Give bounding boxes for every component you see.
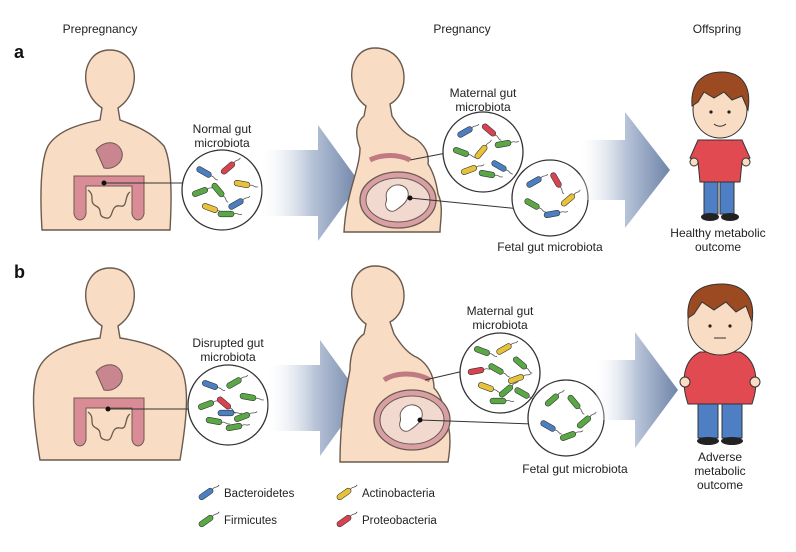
bacterium-icon xyxy=(576,411,597,429)
fetal-microbiota-label-b: Fetal gut microbiota xyxy=(522,462,628,476)
bacterium-icon xyxy=(198,484,220,501)
bacterium-icon xyxy=(560,189,581,207)
bacterium-icon xyxy=(233,179,258,189)
maternal-microbiota-label-b: Maternal gut microbiota xyxy=(466,304,534,332)
bacterium-icon xyxy=(567,394,585,415)
bacterium-icon xyxy=(560,430,584,441)
pregnant-woman-icon xyxy=(343,47,442,233)
fetal-microbiota-label-a: Fetal gut microbiota xyxy=(497,240,603,254)
bacterium-icon xyxy=(478,169,503,179)
bacterium-icon xyxy=(488,363,510,378)
pregnant-woman-icon xyxy=(339,265,451,463)
legend-proteobacteria: Proteobacteria xyxy=(362,515,437,527)
column-title-prepregnancy: Prepregnancy xyxy=(62,22,138,36)
bacterium-icon xyxy=(196,166,218,181)
bacterium-icon xyxy=(225,422,251,432)
woman-body-overweight-icon xyxy=(32,267,188,461)
bacterium-icon xyxy=(526,173,549,188)
transition-arrow xyxy=(596,332,678,448)
bacterium-icon xyxy=(217,409,243,417)
bacterium-icon xyxy=(457,123,480,138)
bacterium-icon xyxy=(211,182,229,203)
healthy-child-icon xyxy=(689,71,751,221)
bacterium-icon xyxy=(524,198,546,213)
bacterium-icon xyxy=(461,164,485,175)
bacterium-icon xyxy=(202,380,226,391)
intestine-icon xyxy=(73,364,145,447)
bacterium-icon xyxy=(234,411,258,422)
bacterium-icon xyxy=(543,209,569,219)
woman-body-icon xyxy=(40,49,172,231)
bacterium-icon xyxy=(226,374,249,389)
bacterium-icon xyxy=(544,389,565,407)
healthy-outcome-label: Healthy metabolic outcome xyxy=(670,226,766,254)
bacterium-icon xyxy=(205,416,230,426)
bacterium-icon xyxy=(474,139,492,160)
bacterium-icon xyxy=(217,210,243,218)
bacterium-icon xyxy=(498,380,519,398)
bacterium-icon xyxy=(550,172,565,195)
maternal-microbiota-circle xyxy=(442,111,524,193)
intestine-icon xyxy=(73,142,145,221)
bacterium-icon xyxy=(540,420,562,435)
column-title-pregnancy: Pregnancy xyxy=(433,22,491,36)
fetal-microbiota-circle xyxy=(511,159,589,237)
maternal-microbiota-circle xyxy=(459,332,541,414)
column-title-offspring: Offspring xyxy=(692,22,742,36)
bacterium-icon xyxy=(489,397,515,405)
transition-arrow xyxy=(580,112,670,228)
panel-label-a: a xyxy=(14,42,25,62)
transition-arrow xyxy=(262,125,360,241)
normal-microbiota-label: Normal gut microbiota xyxy=(192,122,252,150)
panel-label-b: b xyxy=(14,262,25,282)
overweight-child-icon xyxy=(679,283,761,445)
bacterium-icon xyxy=(496,340,519,355)
disrupted-microbiota-label: Disrupted gut microbiota xyxy=(192,336,264,364)
bacterium-icon xyxy=(220,157,241,175)
legend-actinobacteria: Actinobacteria xyxy=(362,488,435,500)
disrupted-microbiota-circle xyxy=(187,364,269,446)
bacterium-icon xyxy=(467,366,493,376)
legend-swatches xyxy=(198,484,358,528)
bacterium-icon xyxy=(481,123,502,141)
bacterium-icon xyxy=(491,160,513,175)
bacterium-icon xyxy=(198,511,220,528)
bacterium-icon xyxy=(228,195,251,210)
bacterium-icon xyxy=(239,392,264,402)
normal-microbiota-circle xyxy=(181,149,263,231)
bacterium-icon xyxy=(474,346,498,357)
legend-firmicutes: Firmicutes xyxy=(224,515,278,527)
bacterium-icon xyxy=(494,139,520,149)
transition-arrow xyxy=(268,340,362,456)
bacterium-icon xyxy=(336,511,358,528)
legend-bacteroidetes: Bacteroidetes xyxy=(224,488,295,500)
maternal-microbiota-label-a: Maternal gut microbiota xyxy=(449,86,517,114)
bacterium-icon xyxy=(508,373,532,384)
bacterium-icon xyxy=(336,484,358,501)
fetal-microbiota-circle xyxy=(527,379,605,457)
adverse-outcome-label: Adverse metabolic outcome xyxy=(694,450,746,492)
bacterium-icon xyxy=(512,356,533,374)
